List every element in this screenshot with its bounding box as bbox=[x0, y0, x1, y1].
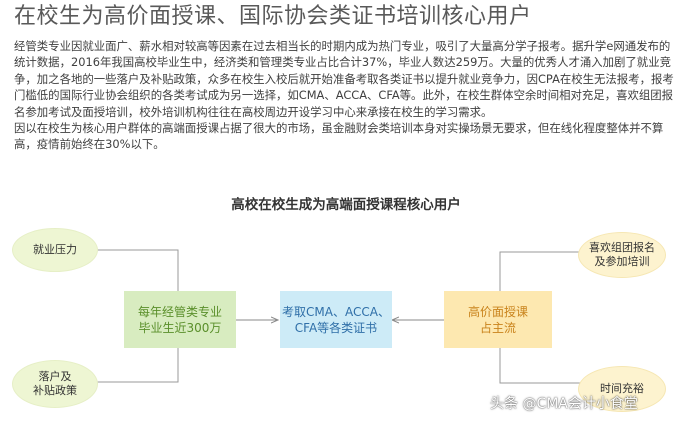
paragraph-2: 因以在校生为核心用户群体的高端面授课占据了很大的市场，虽金融财会类培训本身对实操… bbox=[14, 121, 664, 152]
ellipse-free-time: 时间充裕 bbox=[578, 366, 666, 412]
box-graduates-label: 每年经管类专业 毕业生近300万 bbox=[137, 304, 222, 335]
box-graduates: 每年经管类专业 毕业生近300万 bbox=[124, 291, 236, 348]
box-face-to-face-label: 高价面授课 占主流 bbox=[467, 304, 528, 335]
ellipse-group-signup-label: 喜欢组团报名 及参加培训 bbox=[589, 241, 655, 268]
watermark: 头条 @CMA会计小食堂 bbox=[490, 396, 638, 412]
box-face-to-face: 高价面授课 占主流 bbox=[444, 291, 552, 348]
diagram-title: 高校在校生成为高端面授课程核心用户 bbox=[231, 197, 461, 213]
body-text: 经管类专业因就业面广、薪水相对较高等因素在过去相当长的时期内成为热门专业，吸引了… bbox=[14, 38, 678, 153]
ellipse-group-signup: 喜欢组团报名 及参加培训 bbox=[578, 232, 666, 278]
ellipse-employment-pressure-label: 就业压力 bbox=[33, 243, 77, 256]
ellipse-settlement-policy: 落户及 补贴政策 bbox=[12, 360, 98, 408]
paragraph-1: 经管类专业因就业面广、薪水相对较高等因素在过去相当长的时期内成为热门专业，吸引了… bbox=[14, 39, 674, 119]
ellipse-free-time-label: 时间充裕 bbox=[600, 382, 644, 395]
page-title: 在校生为高价面授课、国际协会类证书培训核心用户 bbox=[14, 4, 532, 29]
box-certificates: 考取CMA、ACCA、 CFA等各类证书 bbox=[280, 291, 392, 348]
ellipse-settlement-policy-label: 落户及 补贴政策 bbox=[33, 370, 77, 397]
ellipse-employment-pressure: 就业压力 bbox=[12, 228, 98, 272]
box-certificates-label: 考取CMA、ACCA、 CFA等各类证书 bbox=[282, 304, 390, 335]
